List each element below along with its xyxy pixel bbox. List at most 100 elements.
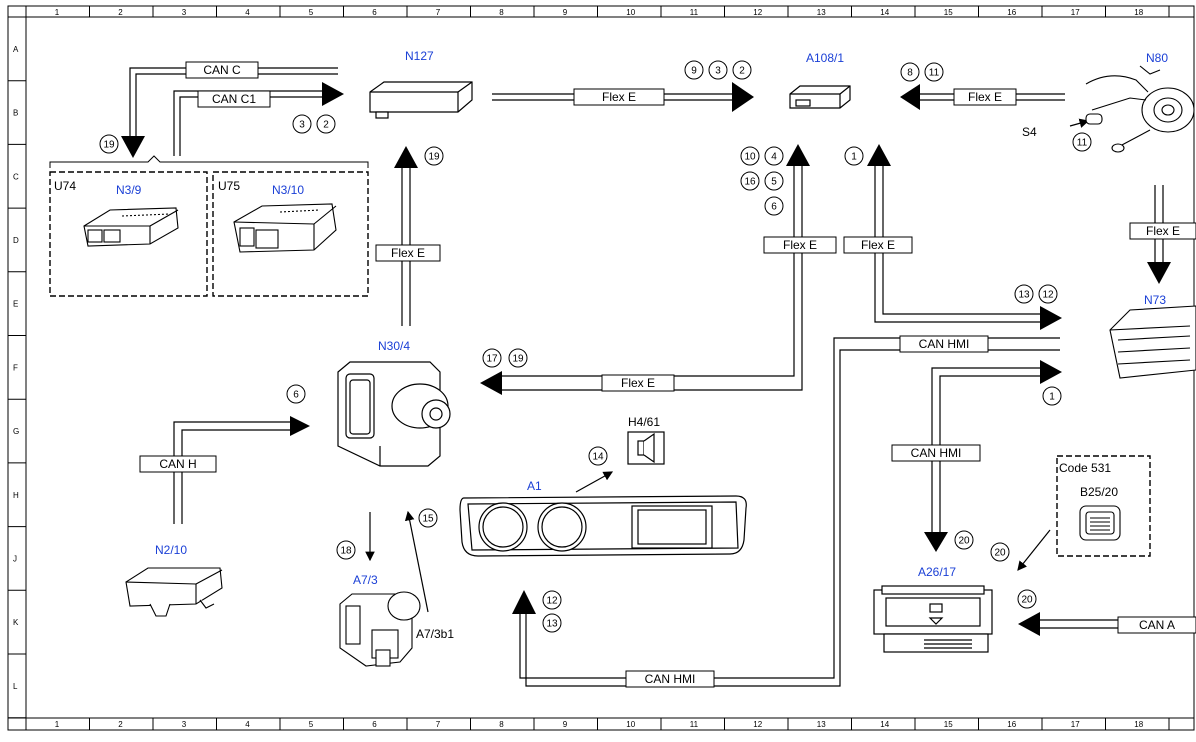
n80-module bbox=[1085, 65, 1195, 153]
grid-col-label: 2 bbox=[118, 720, 123, 729]
bus-label-flex-e-n80: Flex E bbox=[1129, 222, 1196, 240]
ref-circle-12: 12 bbox=[542, 590, 562, 610]
n73-module bbox=[1109, 305, 1196, 379]
grid-col-label: 10 bbox=[626, 720, 635, 729]
can-c-line bbox=[129, 67, 338, 136]
bus-label-flex-e-top: Flex E bbox=[573, 88, 665, 106]
svg-text:20: 20 bbox=[958, 536, 970, 547]
ref-circle-5: 5 bbox=[764, 171, 784, 191]
grid-ticks bbox=[8, 6, 1170, 730]
svg-text:Flex E: Flex E bbox=[968, 90, 1002, 104]
grid-col-label: 4 bbox=[245, 720, 250, 729]
grid-row-label: J bbox=[13, 554, 17, 563]
bus-label-can-a: CAN A bbox=[1117, 616, 1196, 634]
ref-circle-2: 2 bbox=[316, 114, 336, 134]
svg-text:13: 13 bbox=[1018, 290, 1030, 301]
svg-text:CAN HMI: CAN HMI bbox=[645, 672, 696, 686]
ref-circle-19: 19 bbox=[508, 348, 528, 368]
svg-text:4: 4 bbox=[771, 152, 777, 163]
ref-circle-19: 19 bbox=[99, 134, 119, 154]
label-n3-9: N3/9 bbox=[116, 183, 142, 197]
svg-text:9: 9 bbox=[691, 66, 697, 77]
svg-text:19: 19 bbox=[512, 354, 524, 365]
label-code-531: Code 531 bbox=[1059, 461, 1111, 475]
svg-text:CAN C1: CAN C1 bbox=[212, 92, 256, 106]
can-c1-line bbox=[173, 90, 322, 156]
grid-col-label: 1 bbox=[55, 8, 60, 17]
label-n3-10: N3/10 bbox=[272, 183, 304, 197]
grid-col-label: 4 bbox=[245, 8, 250, 17]
ref-circle-8: 8 bbox=[900, 62, 920, 82]
grid-row-label: G bbox=[13, 427, 19, 436]
svg-text:19: 19 bbox=[103, 140, 115, 151]
grid-col-label: 3 bbox=[182, 8, 187, 17]
signal-arrows bbox=[365, 118, 1090, 635]
b25-20-sensor bbox=[1079, 505, 1121, 541]
n3-10-ecu bbox=[233, 203, 337, 253]
ref-circle-9: 9 bbox=[684, 60, 704, 80]
label-u75: U75 bbox=[218, 179, 240, 193]
ref-circle-15: 15 bbox=[418, 508, 438, 528]
svg-text:13: 13 bbox=[546, 619, 558, 630]
n30-4-unit bbox=[337, 361, 451, 467]
bus-arrowheads bbox=[121, 82, 1171, 636]
svg-text:CAN H: CAN H bbox=[159, 457, 196, 471]
ref-circle-6: 6 bbox=[286, 384, 306, 404]
grid-row-label: L bbox=[13, 682, 18, 691]
label-a108-1: A108/1 bbox=[806, 51, 844, 65]
svg-text:6: 6 bbox=[771, 202, 777, 213]
n127-module bbox=[369, 81, 473, 119]
grid-col-label: 14 bbox=[880, 720, 889, 729]
grid-col-label: 9 bbox=[563, 8, 568, 17]
ref-circle-20: 20 bbox=[954, 530, 974, 550]
bus-label-flex-e-left: Flex E bbox=[375, 244, 441, 262]
label-n127: N127 bbox=[405, 49, 434, 63]
ref-circle-19: 19 bbox=[424, 146, 444, 166]
grid-col-label: 7 bbox=[436, 8, 441, 17]
grid-col-label: 9 bbox=[563, 720, 568, 729]
ref-circle-13: 13 bbox=[1014, 284, 1034, 304]
label-n80: N80 bbox=[1146, 51, 1168, 65]
ref-circle-20: 20 bbox=[1017, 589, 1037, 609]
grid-row-label: K bbox=[13, 618, 19, 627]
ref-circle-16: 16 bbox=[740, 171, 760, 191]
ref-circle-11: 11 bbox=[1072, 132, 1092, 152]
svg-text:Flex E: Flex E bbox=[621, 376, 655, 390]
svg-text:20: 20 bbox=[1021, 595, 1033, 606]
label-a1: A1 bbox=[527, 479, 542, 493]
svg-text:1: 1 bbox=[1049, 392, 1055, 403]
svg-text:2: 2 bbox=[739, 66, 745, 77]
label-h4-61: H4/61 bbox=[628, 415, 660, 429]
svg-text:11: 11 bbox=[929, 68, 940, 79]
grid-row-label: E bbox=[13, 300, 18, 309]
svg-text:17: 17 bbox=[486, 354, 498, 365]
svg-text:Flex E: Flex E bbox=[602, 90, 636, 104]
ref-circle-3: 3 bbox=[292, 114, 312, 134]
label-a7-3: A7/3 bbox=[353, 573, 378, 587]
grid-col-label: 3 bbox=[182, 720, 187, 729]
label-a7-3b1: A7/3b1 bbox=[416, 627, 454, 641]
ref-circle-10: 10 bbox=[740, 146, 760, 166]
ref-circle-1: 1 bbox=[844, 146, 864, 166]
grid-col-label: 11 bbox=[690, 720, 699, 729]
a7-3-unit bbox=[339, 591, 421, 667]
ecu-dashed-groups bbox=[49, 171, 1151, 557]
grid-row-label: C bbox=[13, 172, 19, 181]
bus-label-can-hmi-bottom: CAN HMI bbox=[625, 670, 715, 688]
svg-text:5: 5 bbox=[771, 177, 777, 188]
svg-text:14: 14 bbox=[592, 452, 604, 463]
svg-text:20: 20 bbox=[994, 548, 1006, 559]
svg-text:CAN HMI: CAN HMI bbox=[919, 337, 970, 351]
grid-row-label: F bbox=[13, 363, 18, 372]
ref-circle-1: 1 bbox=[1042, 386, 1062, 406]
grid-col-label: 14 bbox=[880, 8, 889, 17]
component-labels: N127 A108/1 N80 S4 U74 N3/9 U75 N3/10 N7… bbox=[54, 49, 1168, 641]
a1-instrument-cluster bbox=[459, 495, 747, 557]
grid-col-label: 17 bbox=[1071, 8, 1080, 17]
grid-col-label: 16 bbox=[1007, 8, 1016, 17]
label-b25-20: B25/20 bbox=[1080, 485, 1118, 499]
grid-col-label: 1 bbox=[55, 720, 60, 729]
